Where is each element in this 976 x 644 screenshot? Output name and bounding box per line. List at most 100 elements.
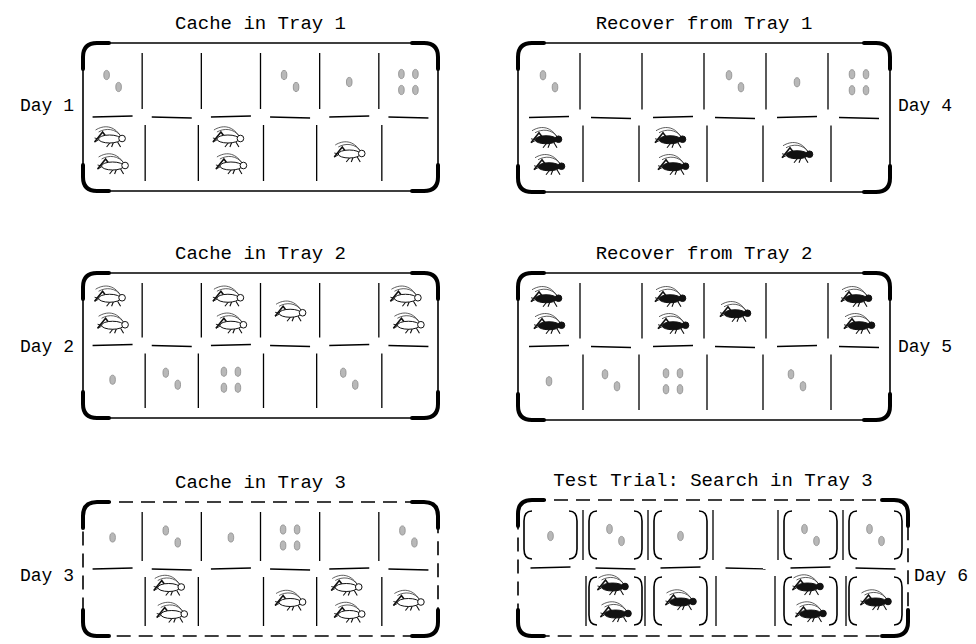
worm bbox=[849, 70, 855, 79]
worm bbox=[413, 85, 419, 94]
worm bbox=[607, 524, 613, 533]
worm bbox=[548, 531, 554, 540]
worm bbox=[849, 86, 855, 95]
cricket bbox=[531, 128, 562, 148]
cercus bbox=[213, 138, 217, 142]
worm bbox=[814, 536, 820, 545]
cricket-head bbox=[817, 583, 824, 590]
cricket bbox=[844, 314, 875, 334]
cricket bbox=[534, 314, 565, 334]
tray-drawing bbox=[518, 273, 890, 420]
tray-heading: Cache in Tray 3 bbox=[43, 472, 478, 494]
tray-corner bbox=[518, 273, 890, 420]
divider bbox=[712, 510, 713, 560]
divider bbox=[378, 512, 379, 561]
worm bbox=[221, 367, 227, 376]
tray-drawing bbox=[83, 43, 438, 191]
cricket bbox=[782, 143, 813, 163]
tray-drawing bbox=[518, 43, 890, 192]
cricket-head bbox=[865, 295, 872, 302]
cricket-head bbox=[555, 136, 562, 143]
day-label: Day 3 bbox=[20, 566, 74, 586]
divider bbox=[388, 117, 428, 118]
cricket-body bbox=[279, 309, 301, 317]
cricket-body bbox=[397, 321, 419, 329]
divider bbox=[706, 126, 707, 183]
cricket-body bbox=[659, 136, 681, 144]
worm bbox=[663, 385, 669, 394]
cricket-head bbox=[240, 162, 247, 169]
tray: Test Trial: Search in Tray 3 bbox=[518, 500, 908, 636]
cercus bbox=[793, 586, 797, 590]
cricket bbox=[95, 127, 126, 147]
cricket-body bbox=[538, 322, 560, 330]
worm bbox=[346, 77, 352, 86]
cricket-head bbox=[418, 321, 425, 328]
divider bbox=[845, 576, 846, 626]
tray: Recover from Tray 2 bbox=[518, 273, 890, 420]
cricket-body bbox=[797, 583, 819, 591]
cricket-head bbox=[744, 310, 751, 317]
cup-bracket bbox=[784, 511, 837, 559]
cricket bbox=[658, 155, 689, 175]
divider bbox=[653, 117, 693, 118]
cricket-head bbox=[181, 611, 188, 618]
cercus bbox=[98, 165, 102, 169]
cricket-body bbox=[158, 584, 180, 592]
worm bbox=[867, 524, 873, 533]
cup-bracket bbox=[654, 511, 707, 559]
cup-bracket bbox=[654, 577, 707, 625]
cercus bbox=[666, 601, 670, 605]
cricket bbox=[157, 602, 188, 622]
worm bbox=[116, 82, 122, 91]
divider bbox=[198, 577, 199, 626]
divider bbox=[152, 346, 192, 347]
divider bbox=[582, 126, 583, 183]
cercus bbox=[841, 298, 845, 302]
divider bbox=[329, 345, 369, 346]
cercus bbox=[334, 153, 338, 157]
cricket-head bbox=[679, 295, 686, 302]
cercus bbox=[216, 165, 220, 169]
cricket-body bbox=[535, 295, 557, 303]
divider bbox=[93, 568, 133, 569]
worm bbox=[235, 367, 241, 376]
divider bbox=[381, 577, 382, 626]
cricket bbox=[796, 602, 827, 622]
cricket-body bbox=[602, 583, 624, 591]
tray-drawing bbox=[83, 502, 438, 636]
divider bbox=[644, 576, 645, 626]
cricket-head bbox=[418, 599, 425, 606]
cricket-head bbox=[682, 163, 689, 170]
cercus bbox=[782, 154, 786, 158]
cricket-head bbox=[558, 163, 565, 170]
cercus bbox=[154, 587, 158, 591]
divider bbox=[142, 512, 143, 561]
tray-outline bbox=[518, 273, 890, 420]
worm bbox=[280, 541, 286, 550]
cricket-body bbox=[102, 162, 124, 170]
divider bbox=[653, 346, 693, 347]
divider bbox=[145, 354, 146, 409]
worm bbox=[163, 526, 169, 535]
divider bbox=[762, 126, 763, 183]
worm bbox=[794, 78, 800, 87]
divider bbox=[762, 355, 763, 411]
divider bbox=[152, 569, 192, 570]
worm bbox=[281, 70, 287, 79]
tray-corner bbox=[518, 43, 890, 192]
cricket bbox=[534, 155, 565, 175]
tray-corner bbox=[83, 502, 438, 636]
divider bbox=[142, 53, 143, 109]
cricket-head bbox=[679, 136, 686, 143]
worm bbox=[294, 525, 300, 534]
cricket-head bbox=[558, 322, 565, 329]
worm bbox=[726, 71, 732, 80]
divider bbox=[715, 576, 716, 626]
cricket bbox=[658, 314, 689, 334]
cricket bbox=[216, 313, 247, 333]
tray-heading: Cache in Tray 1 bbox=[43, 13, 478, 35]
cricket-body bbox=[800, 610, 822, 618]
